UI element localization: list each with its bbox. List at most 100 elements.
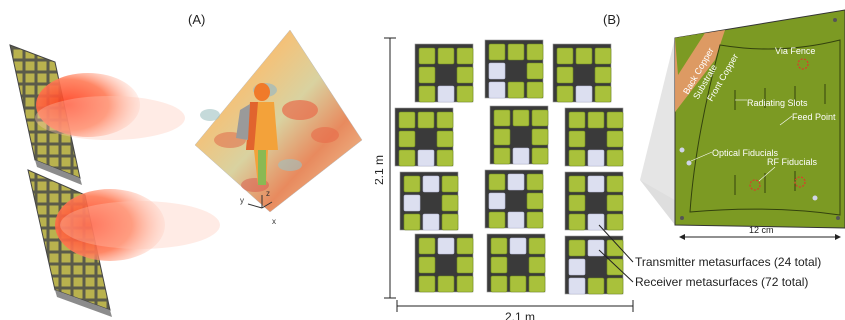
metasurface-tile	[394, 107, 454, 167]
receiver-element	[488, 62, 506, 80]
back-copper-layer	[675, 33, 705, 75]
optical-fiducial	[679, 147, 685, 153]
field-heatmap-plane	[194, 29, 363, 213]
coordinate-axes	[247, 195, 273, 209]
optical-fiducials-leader	[690, 151, 713, 162]
transmitter-element	[418, 66, 436, 84]
receiver-element	[587, 175, 605, 193]
transmitter-element	[606, 175, 624, 193]
transmitter-element	[456, 237, 474, 255]
transmitter-element	[556, 47, 574, 65]
transmitter-element	[418, 275, 436, 293]
receiver-element	[422, 213, 440, 231]
metasurface-tile	[564, 235, 624, 295]
human-figure	[236, 83, 278, 185]
axis-y-label: y	[240, 196, 244, 205]
transmitter-element	[398, 149, 416, 167]
transmitter-element	[526, 173, 544, 191]
transmitter-element	[403, 175, 421, 193]
transmitter-element	[436, 149, 454, 167]
receiver-element	[488, 192, 506, 210]
via-fence-label: Via Fence	[775, 46, 815, 56]
mount-hole	[836, 216, 840, 220]
board-width-label: 12 cm	[749, 225, 774, 235]
transmitter-element	[437, 47, 455, 65]
mount-hole	[680, 216, 684, 220]
panel-a-label: (A)	[188, 12, 205, 27]
transmitter-element	[606, 130, 624, 148]
transmitter-element	[568, 175, 586, 193]
transmitter-element	[606, 239, 624, 257]
receiver-element	[587, 149, 605, 167]
transmitter-element	[594, 66, 612, 84]
transmitter-element	[531, 109, 549, 127]
feed-point-leader	[779, 115, 793, 126]
transmitter-element	[531, 147, 549, 165]
transmitter-element	[456, 256, 474, 274]
transmitter-element	[441, 194, 459, 212]
metasurface-tile	[399, 171, 459, 231]
metasurface-tile	[564, 107, 624, 167]
transmitter-element	[606, 277, 624, 295]
panel-b-label: (B)	[603, 12, 620, 27]
transmitter-element	[436, 130, 454, 148]
receiver-element	[587, 239, 605, 257]
receiver-element	[403, 194, 421, 212]
receiver-element	[422, 175, 440, 193]
transmitter-element	[441, 213, 459, 231]
transmitter-element	[568, 149, 586, 167]
transmitter-element	[488, 43, 506, 61]
transmitter-element	[531, 128, 549, 146]
transmitter-element	[526, 192, 544, 210]
transmitter-element	[568, 111, 586, 129]
metasurface-tile	[414, 233, 474, 293]
horizontal-dimension-label: 2.1 m	[505, 310, 535, 320]
transmitter-element	[493, 128, 511, 146]
zoom-projection-lower	[640, 180, 675, 225]
transmitter-element	[398, 111, 416, 129]
mount-hole	[833, 18, 837, 22]
transmitter-element	[594, 47, 612, 65]
receiver-element	[507, 173, 525, 191]
rf-fiducials-leader	[758, 166, 776, 182]
rf-fiducial	[794, 176, 806, 188]
transmitter-element	[493, 109, 511, 127]
transmitter-element	[441, 175, 459, 193]
transmitter-element	[556, 66, 574, 84]
metasurface-tile	[486, 233, 546, 293]
receiver-element	[507, 211, 525, 229]
transmitter-element	[556, 85, 574, 103]
rf-fiducial	[749, 179, 761, 191]
transmitter-element	[490, 256, 508, 274]
transmitter-element	[568, 194, 586, 212]
transmitter-element	[606, 258, 624, 276]
receiver-element	[437, 237, 455, 255]
transmitter-element	[528, 237, 546, 255]
transmitter-element	[417, 111, 435, 129]
metasurface-tile	[484, 39, 544, 99]
transmitter-element	[587, 111, 605, 129]
transmitter-element	[512, 109, 530, 127]
transmitter-element	[526, 211, 544, 229]
metasurface-tile	[414, 43, 474, 103]
transmitter-element	[436, 111, 454, 129]
transmitter-element	[456, 66, 474, 84]
transmitter-element	[488, 173, 506, 191]
metasurface-tile	[564, 171, 624, 231]
receiver-leader	[598, 249, 634, 283]
receiver-element	[575, 85, 593, 103]
receiver-element	[417, 149, 435, 167]
metasurface-tile	[489, 105, 549, 165]
transmitter-element	[575, 47, 593, 65]
transmitter-element	[507, 43, 525, 61]
lower-beam-glow	[60, 201, 220, 249]
transmitter-element	[490, 275, 508, 293]
transmitter-element	[526, 62, 544, 80]
panel-a-svg: (A)	[9, 12, 363, 317]
receiver-element	[509, 237, 527, 255]
transmitter-element	[456, 47, 474, 65]
receiver-element	[488, 81, 506, 99]
via-fence	[689, 39, 841, 216]
panel-b-svg: (B) 2.1 m 2.1 m	[375, 9, 845, 320]
optical-fiducials-label: Optical Fiducials	[712, 148, 779, 158]
